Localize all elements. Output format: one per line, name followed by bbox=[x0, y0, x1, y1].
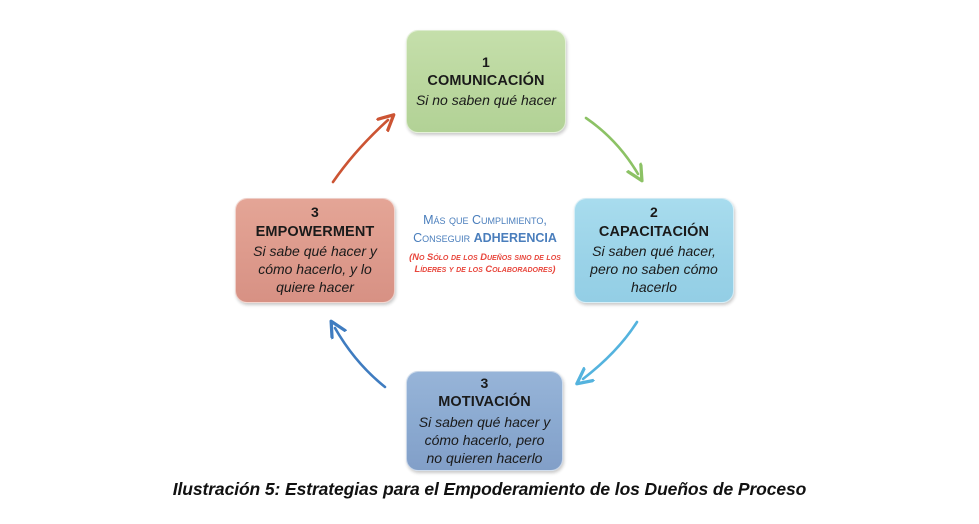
node-comunicacion-number: 1 bbox=[482, 53, 490, 70]
node-motivacion-description: Si saben qué hacer y cómo hacerlo, pero … bbox=[418, 413, 551, 466]
center-message-line-2: Conseguir ADHERENCIA bbox=[399, 230, 571, 248]
center-message-line-2-prefix: Conseguir bbox=[413, 230, 474, 245]
arrow-comunicacion-to-capacitacion bbox=[584, 116, 638, 174]
center-message-line-1: Más que Cumplimiento, bbox=[423, 213, 547, 227]
arrow-motivacion-to-empowerment bbox=[335, 328, 387, 389]
node-capacitacion-description: Si saben qué hacer, pero no saben cómo h… bbox=[590, 243, 718, 296]
center-message-keyword: ADHERENCIA bbox=[473, 230, 557, 245]
arrow-empowerment-to-comunicacion bbox=[331, 120, 388, 184]
node-comunicacion[interactable]: 1 COMUNICACIÓN Si no saben qué hacer bbox=[406, 30, 566, 133]
node-motivacion-title: MOTIVACIÓN bbox=[438, 394, 531, 411]
figure-caption: Ilustración 5: Estrategias para el Empod… bbox=[172, 479, 807, 499]
node-capacitacion-number: 2 bbox=[650, 204, 658, 221]
node-capacitacion-title: CAPACITACIÓN bbox=[598, 223, 710, 240]
node-empowerment-title: EMPOWERMENT bbox=[255, 223, 375, 240]
center-note-line-2: Líderes y de los Colaboradores) bbox=[414, 264, 556, 275]
node-motivacion[interactable]: 3 MOTIVACIÓN Si saben qué hacer y cómo h… bbox=[406, 371, 563, 471]
node-motivacion-number: 3 bbox=[480, 374, 489, 391]
arrow-capacitacion-to-motivacion bbox=[583, 320, 639, 379]
center-message: Más que Cumplimiento, Conseguir ADHERENC… bbox=[399, 212, 571, 276]
node-empowerment[interactable]: 3 EMPOWERMENT Si sabe qué hacer y cómo h… bbox=[235, 198, 395, 303]
node-comunicacion-title: COMUNICACIÓN bbox=[427, 73, 545, 90]
node-empowerment-description: Si sabe qué hacer y cómo hacerlo, y lo q… bbox=[253, 243, 377, 296]
center-note-line-1: (No Sólo de los Dueños sino de los bbox=[409, 251, 561, 262]
node-comunicacion-description: Si no saben qué hacer bbox=[415, 92, 557, 109]
node-empowerment-number: 3 bbox=[311, 204, 319, 221]
node-capacitacion[interactable]: 2 CAPACITACIÓN Si saben qué hacer, pero … bbox=[574, 198, 734, 303]
